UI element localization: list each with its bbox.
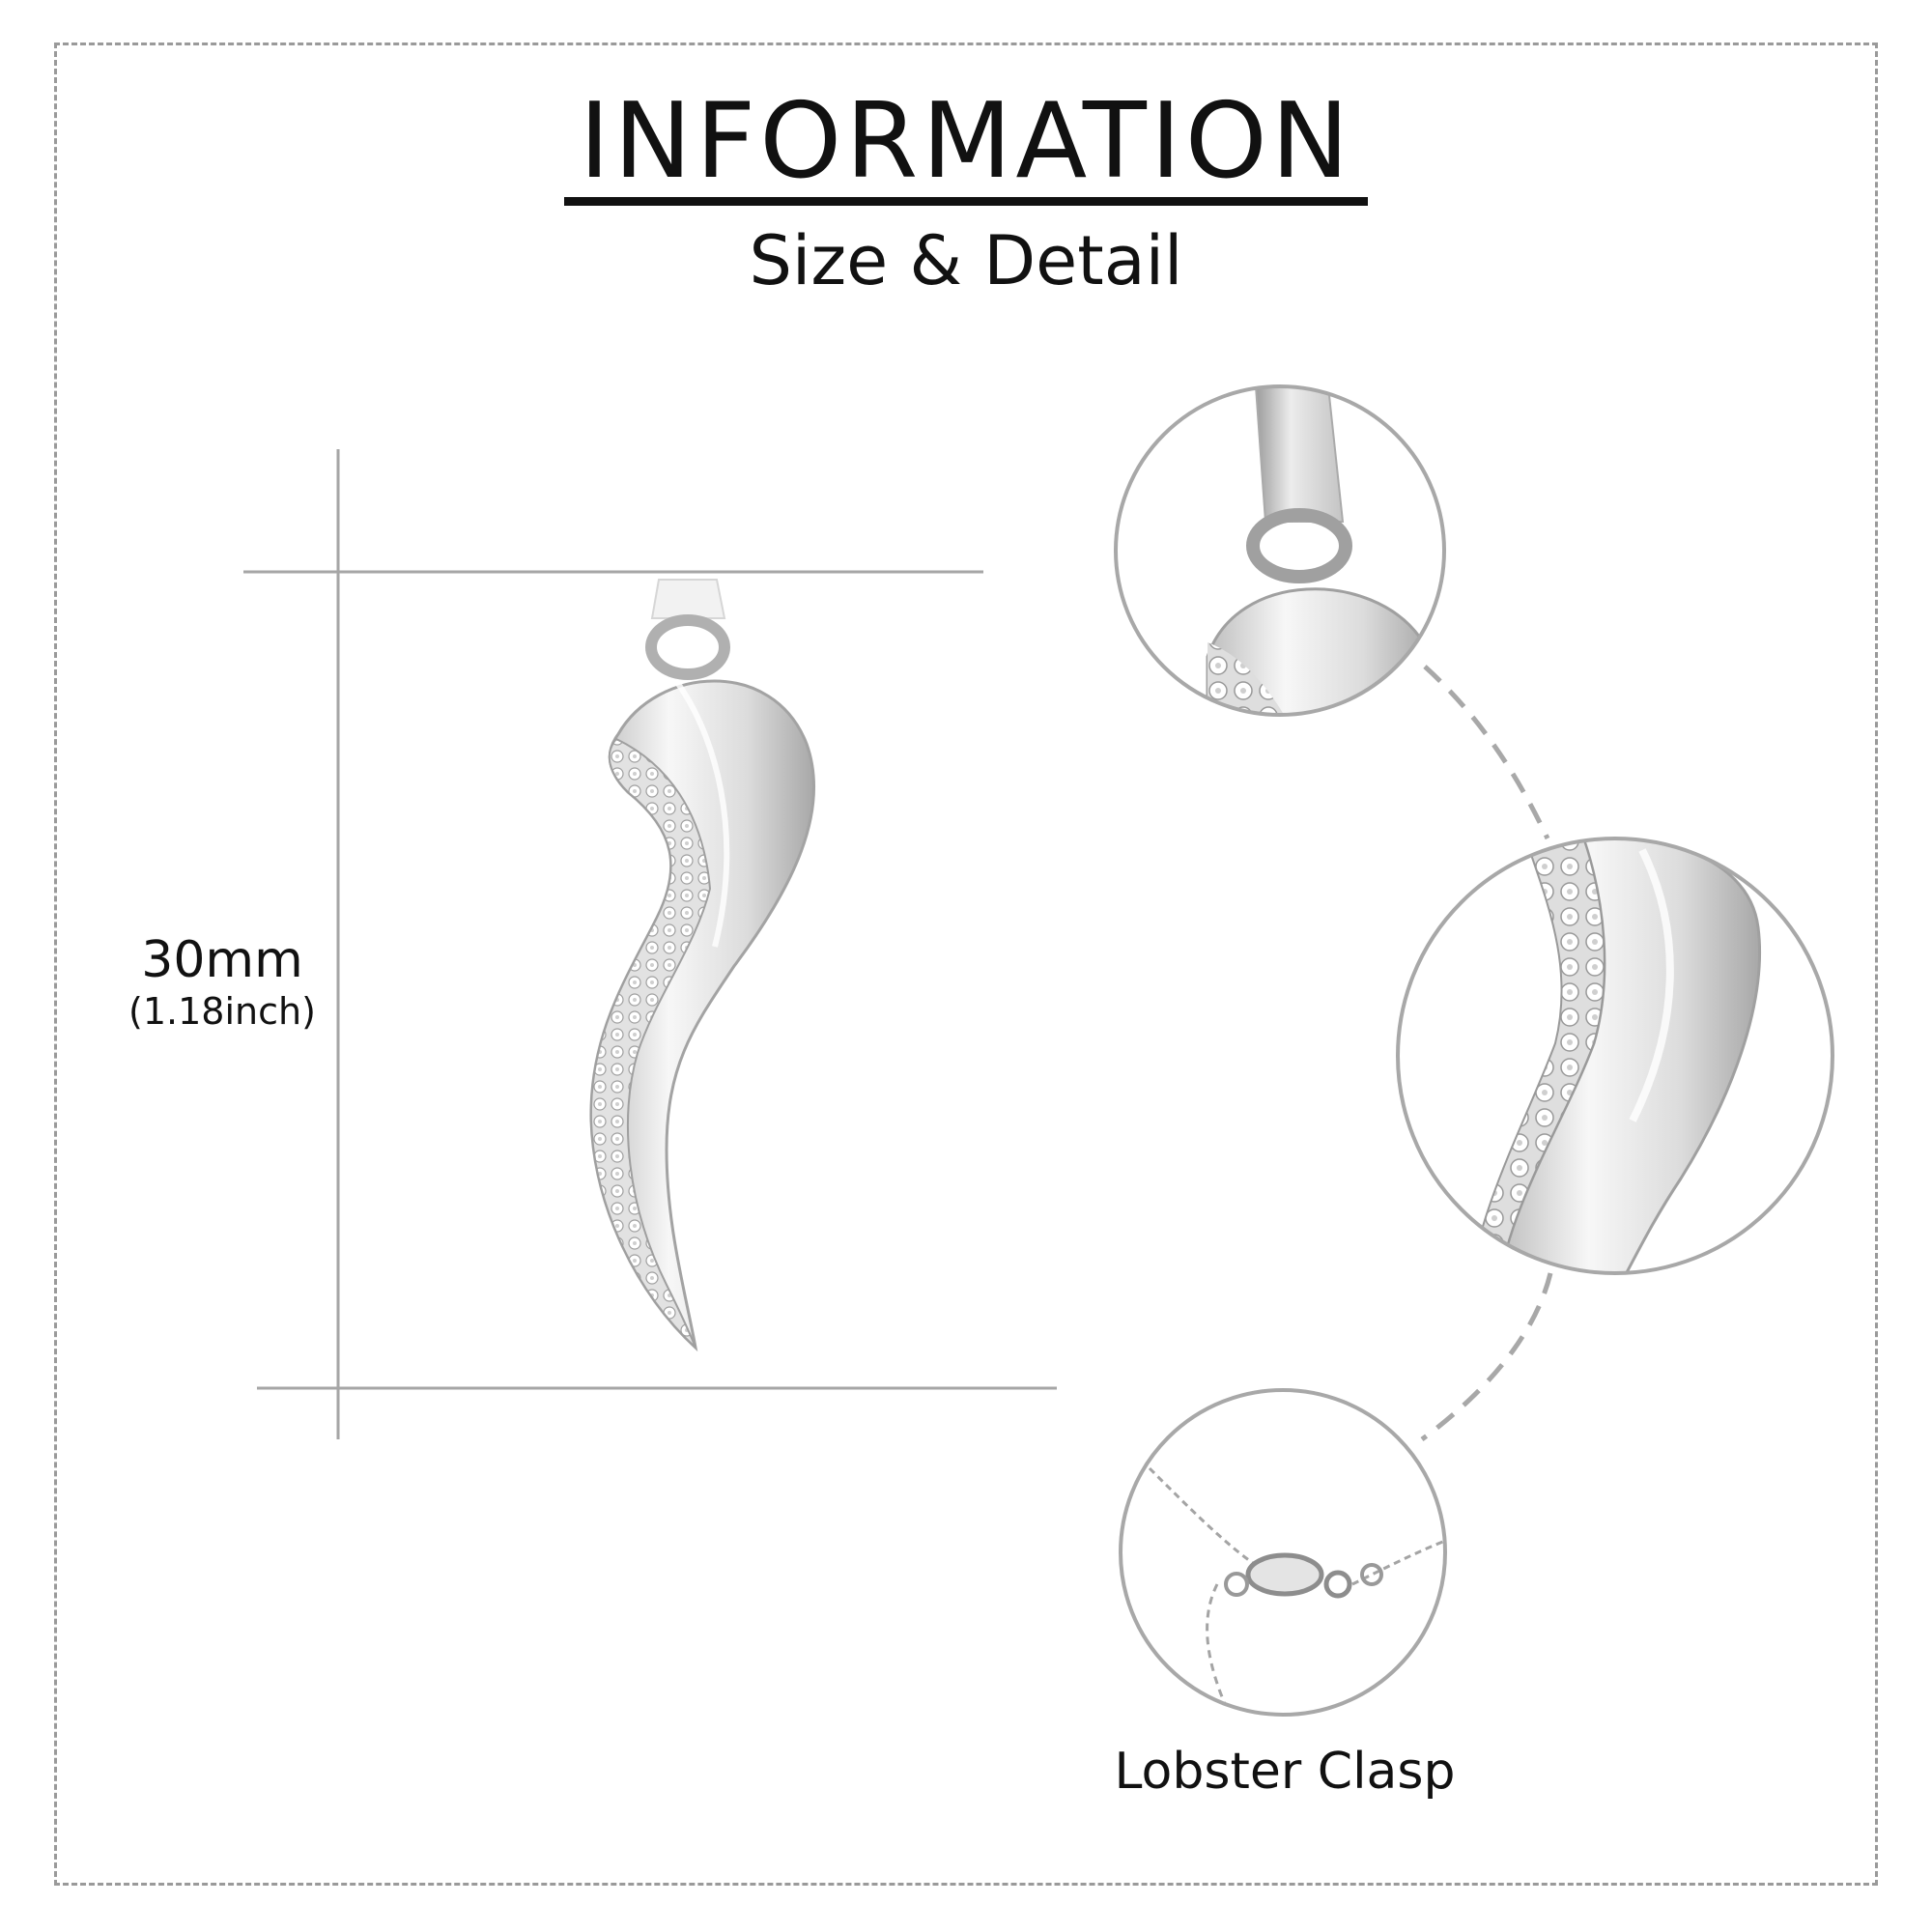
connector-2 [1420,1272,1553,1442]
page-subtitle: Size & Detail [749,221,1183,300]
callout-connectors [1420,665,1553,1442]
stone-setting-closeup-icon [1396,837,1834,1275]
page-title: INFORMATION [579,81,1353,202]
connector-1 [1423,665,1550,840]
dimension-imperial: (1.18inch) [128,990,316,1033]
dashed-frame [54,43,1878,1886]
horn-pendant-icon [589,579,815,1352]
title-underline [564,197,1368,206]
measurement-guides [243,449,1057,1439]
lobster-clasp-closeup-icon [1119,1388,1447,1717]
lobster-clasp-label: Lobster Clasp [1114,1743,1456,1801]
bail-closeup-icon [1114,384,1446,717]
dimension-metric: 30mm [141,931,303,989]
